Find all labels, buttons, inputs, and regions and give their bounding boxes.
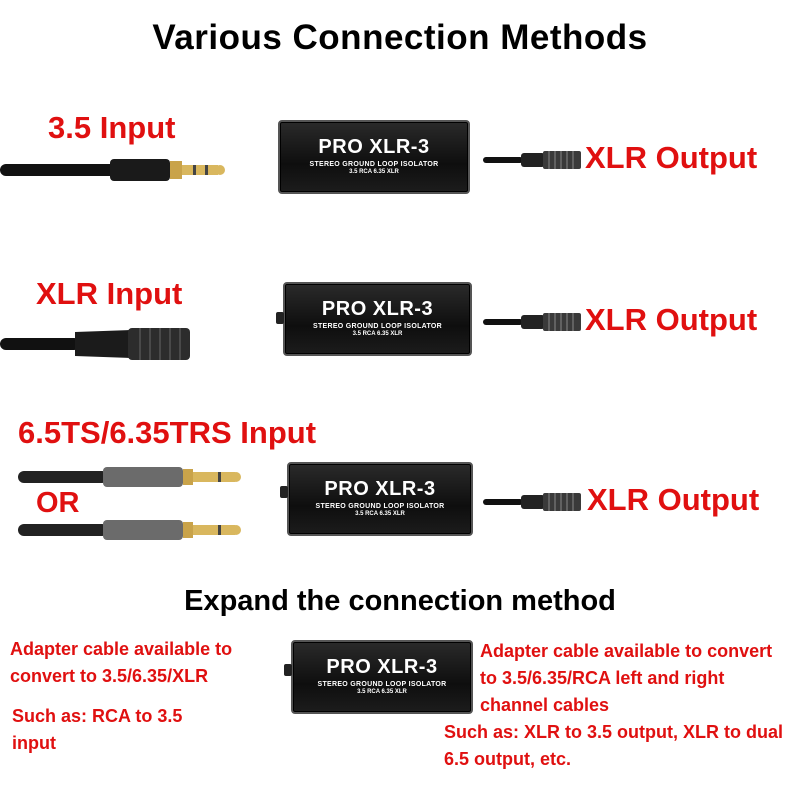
device-name: PRO XLR-3 xyxy=(326,656,438,678)
or-label: OR xyxy=(36,487,80,519)
xlr-cable-icon xyxy=(483,151,581,169)
knob-icon xyxy=(284,664,292,676)
xlr-cable-icon xyxy=(483,493,581,511)
device-ports: 3.5 RCA 6.35 XLR xyxy=(349,169,399,175)
right-note: Adapter cable available to convert to 3.… xyxy=(480,641,773,715)
jack-6-35-icon xyxy=(18,520,241,540)
output-label-1: XLR Output xyxy=(585,140,758,175)
jack-6-35-icon xyxy=(18,467,241,487)
input-label-xlr: XLR Input xyxy=(36,276,183,311)
left-example: Such as: RCA to 3.5 input xyxy=(12,706,183,753)
device-subtitle: STEREO GROUND LOOP ISOLATOR xyxy=(317,681,447,688)
input-label-6-5: 6.5TS/6.35TRS Input xyxy=(18,415,317,450)
device-name: PRO XLR-3 xyxy=(318,136,430,158)
isolator-device: PRO XLR-3 STEREO GROUND LOOP ISOLATOR 3.… xyxy=(278,120,470,194)
isolator-device: PRO XLR-3 STEREO GROUND LOOP ISOLATOR 3.… xyxy=(280,462,473,536)
knob-icon xyxy=(276,312,284,324)
right-example: Such as: XLR to 3.5 output, XLR to dual … xyxy=(444,722,784,769)
output-label-3: XLR Output xyxy=(587,482,760,517)
page-title: Various Connection Methods xyxy=(152,18,648,57)
input-label-3-5: 3.5 Input xyxy=(48,110,176,145)
device-subtitle: STEREO GROUND LOOP ISOLATOR xyxy=(309,161,439,168)
expand-title: Expand the connection method xyxy=(184,585,616,617)
device-ports: 3.5 RCA 6.35 XLR xyxy=(352,331,403,337)
device-ports: 3.5 RCA 6.35 XLR xyxy=(357,689,407,695)
left-note: Adapter cable available to convert to 3.… xyxy=(10,639,233,686)
knob-icon xyxy=(280,486,288,498)
device-subtitle: STEREO GROUND LOOP ISOLATOR xyxy=(315,503,445,510)
device-subtitle: STEREO GROUND LOOP ISOLATOR xyxy=(312,323,443,330)
device-name: PRO XLR-3 xyxy=(324,478,436,500)
device-name: PRO XLR-3 xyxy=(321,298,434,320)
xlr-plug-icon xyxy=(0,328,190,360)
output-label-2: XLR Output xyxy=(585,302,758,337)
isolator-device: PRO XLR-3 STEREO GROUND LOOP ISOLATOR 3.… xyxy=(284,640,473,714)
jack-3-5-icon xyxy=(0,159,225,181)
isolator-device: PRO XLR-3 STEREO GROUND LOOP ISOLATOR 3.… xyxy=(276,282,472,356)
device-ports: 3.5 RCA 6.35 XLR xyxy=(355,511,405,517)
xlr-cable-icon xyxy=(483,313,581,331)
